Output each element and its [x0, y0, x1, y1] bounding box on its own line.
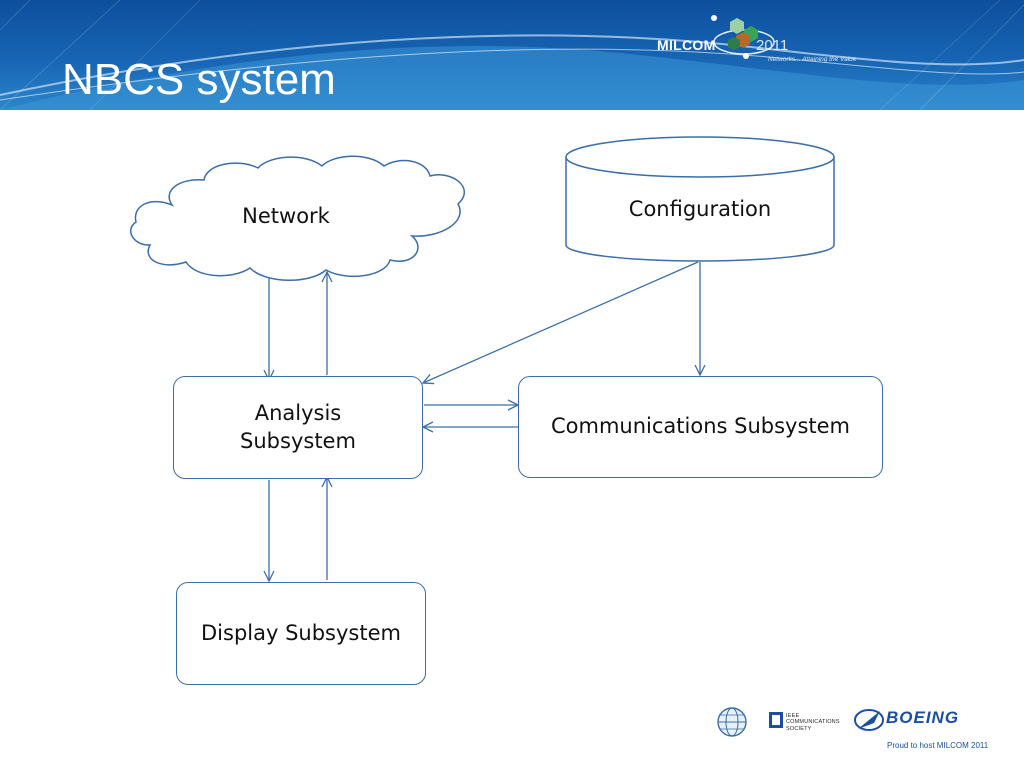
ieee-logo-icon [769, 712, 783, 728]
footer-proud-text: Proud to host MILCOM 2011 [887, 741, 989, 750]
network-label: Network [242, 204, 330, 228]
analysis-subsystem-box: Analysis Subsystem [173, 376, 423, 479]
header-banner [0, 0, 1024, 110]
milcom-logo-tagline: Networks... Attaining the Value [768, 56, 857, 63]
configuration-label: Configuration [628, 197, 772, 221]
milcom-logo-word: MILCOM [657, 37, 716, 53]
display-label: Display Subsystem [201, 620, 401, 645]
network-cloud-shape [130, 155, 466, 281]
boeing-logo-word: BOEING [886, 708, 960, 727]
analysis-label-line1: Analysis [254, 401, 342, 426]
milcom-logo-icon [711, 15, 775, 59]
display-subsystem-box: Display Subsystem [176, 582, 426, 685]
boeing-logo-icon [854, 709, 884, 731]
configuration-cylinder-shape [565, 136, 835, 262]
afcea-globe-logo-icon [717, 707, 747, 737]
banner-swoosh-graphic [0, 0, 1024, 110]
communications-label: Communications Subsystem [550, 414, 851, 439]
analysis-label-line2: Subsystem [240, 428, 356, 453]
milcom-logo-year: 2011 [756, 37, 789, 54]
ieee-logo-text: IEEE COMMUNICATIONS SOCIETY [786, 713, 840, 732]
slide-title: NBCS system [62, 55, 336, 104]
communications-subsystem-box: Communications Subsystem [518, 376, 883, 478]
edge-configuration-to-analysis [423, 261, 699, 383]
